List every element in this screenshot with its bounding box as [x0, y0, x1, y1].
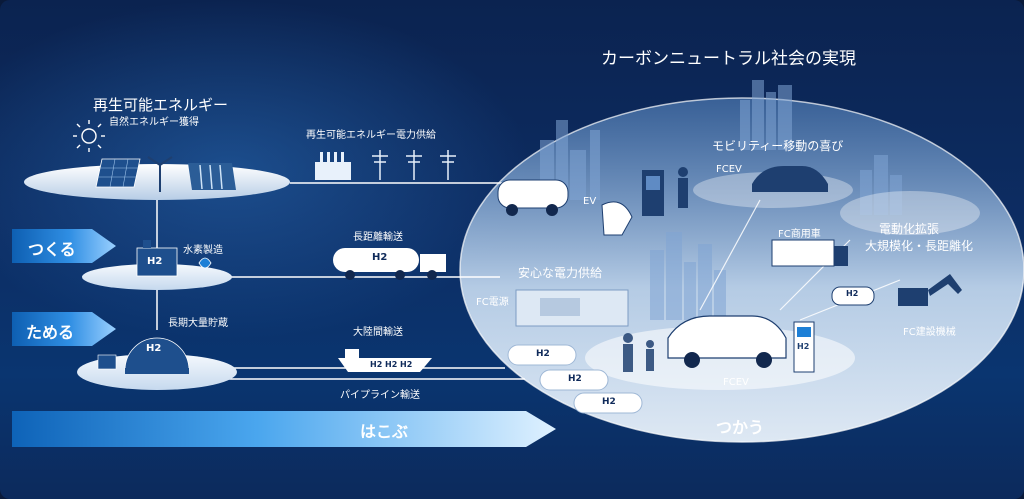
sun-icon	[73, 120, 105, 152]
long-term-storage-label: 長期大量貯蔵	[168, 318, 228, 329]
intercontinental-transport-label: 大陸間輸送	[353, 327, 403, 338]
h2-mark-ship-2: H2	[385, 360, 398, 369]
electrification-label-line2: 大規模化・長距離化	[865, 239, 974, 253]
h2-mark-pump: H2	[797, 342, 810, 351]
ev-label: EV	[583, 196, 597, 207]
fc-commercial-label: FC商用車	[778, 229, 821, 240]
stage-make-label: つくる	[28, 240, 76, 259]
pipeline-capsules	[507, 344, 643, 414]
mobility-label: モビリティー移動の喜び	[712, 139, 844, 153]
power-pylon-icons	[372, 150, 456, 180]
make-arrow	[12, 229, 116, 263]
main-title: カーボンニュートラル社会の実現	[601, 49, 856, 69]
stage-carry-label: はこぶ	[360, 422, 409, 441]
h2-mark-truck: H2	[372, 252, 388, 263]
h2-mark-capsule-2: H2	[568, 374, 582, 384]
hydrogen-plant-icon	[136, 240, 212, 277]
renewable-platform	[24, 164, 290, 200]
h2-mark-mini-truck: H2	[846, 289, 859, 298]
pipeline-transport-label: パイプライン輸送	[340, 390, 420, 401]
h2-mark-capsule-3: H2	[602, 397, 616, 407]
electrification-label-line1: 電動化拡張	[879, 222, 940, 236]
fcev-top-icon	[752, 166, 828, 192]
hydrogen-production-label: 水素製造	[183, 245, 223, 256]
city-skyline	[540, 80, 902, 320]
mini-truck-icon	[831, 286, 875, 306]
store-arrow	[12, 312, 116, 346]
renewable-supply-label: 再生可能エネルギー電力供給	[306, 130, 436, 141]
long-distance-transport-label: 長距離輸送	[353, 232, 403, 243]
fc-power-label: FC電源	[476, 297, 509, 308]
solar-panel-icon	[95, 158, 141, 188]
person-icon	[678, 167, 688, 208]
tanker-truck-icon	[333, 248, 446, 280]
dam-icon	[188, 163, 236, 190]
secure-power-label: 安心な電力供給	[518, 266, 603, 280]
storage-tank-icon	[97, 337, 190, 374]
ev-car-icon	[497, 179, 569, 216]
h2-mark-tank: H2	[146, 343, 162, 354]
h2-mark-ship-1: H2	[370, 360, 383, 369]
fcev-suv-icon	[667, 315, 787, 368]
stage-store-label: ためる	[26, 323, 75, 342]
production-platform	[82, 264, 232, 290]
fc-construction-label: FC建設機械	[903, 327, 956, 338]
fc-power-unit-icon	[515, 289, 629, 327]
charging-station-icon	[642, 170, 664, 216]
excavator-icon	[898, 274, 962, 306]
h2-mark-capsule-1: H2	[536, 349, 550, 359]
fcev-top-label: FCEV	[716, 164, 742, 175]
fc-truck-icon	[771, 239, 848, 267]
electrification-platform	[840, 191, 980, 235]
wind-turbine-icon	[147, 156, 173, 192]
hydrogen-pump-icon	[793, 321, 815, 373]
family-icon	[623, 333, 654, 372]
scooter-icon	[601, 201, 633, 236]
h2-mark-plant: H2	[147, 256, 163, 267]
ship-icon	[338, 349, 432, 372]
h2-mark-ship-3: H2	[400, 360, 413, 369]
renewable-title: 再生可能エネルギー	[93, 96, 229, 114]
fcev-bottom-label: FCEV	[723, 377, 749, 388]
stage-use-label: つかう	[716, 418, 765, 437]
carry-arrow	[12, 411, 556, 447]
renewable-subtitle: 自然エネルギー獲得	[109, 117, 199, 128]
factory-icon	[315, 152, 351, 180]
